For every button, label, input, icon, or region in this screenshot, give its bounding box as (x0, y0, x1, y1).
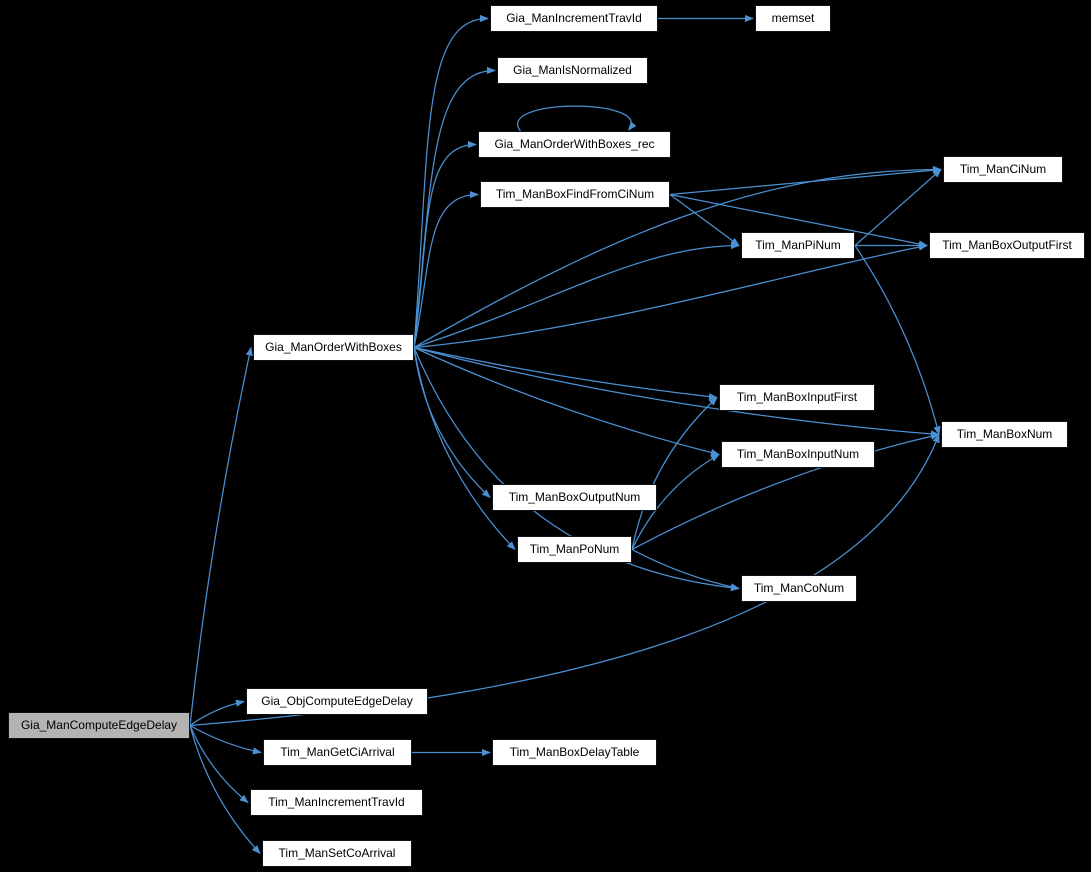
node-memset: memset (755, 5, 831, 32)
edge-gia-man-compute-edge-delay-to-tim-man-set-co-arrival (189, 725, 261, 855)
edge-gia-man-order-with-boxes-to-gia-man-is-normalized (413, 66, 496, 348)
edge-gia-man-order-with-boxes-to-tim-man-box-find-from-ci-num (413, 190, 479, 348)
node-tim-man-increment-trav-id[interactable]: Tim_ManIncrementTravId (250, 789, 423, 816)
node-tim-man-ci-num[interactable]: Tim_ManCiNum (943, 156, 1063, 183)
node-tim-man-box-num[interactable]: Tim_ManBoxNum (941, 421, 1068, 448)
node-gia-man-order-with-boxes[interactable]: Gia_ManOrderWithBoxes (253, 334, 414, 361)
edge-gia-man-compute-edge-delay-to-gia-obj-compute-edge-delay (189, 699, 245, 727)
node-gia-obj-compute-edge-delay[interactable]: Gia_ObjComputeEdgeDelay (246, 688, 428, 715)
edge-gia-man-order-with-boxes-to-gia-man-increment-trav-id (413, 14, 489, 348)
edge-gia-man-order-with-boxes-to-tim-man-box-input-first (413, 346, 718, 401)
node-gia-man-increment-trav-id[interactable]: Gia_ManIncrementTravId (490, 5, 658, 32)
node-tim-man-set-co-arrival[interactable]: Tim_ManSetCoArrival (262, 840, 412, 867)
edge-gia-man-order-with-boxes-to-gia-man-order-with-boxes-rec (413, 140, 477, 348)
node-tim-man-box-input-num[interactable]: Tim_ManBoxInputNum (721, 441, 875, 468)
node-tim-man-pi-num[interactable]: Tim_ManPiNum (741, 232, 855, 259)
node-gia-man-order-with-boxes-rec[interactable]: Gia_ManOrderWithBoxes_rec (478, 131, 671, 158)
edge-tim-man-box-find-from-ci-num-to-tim-man-box-output-first (669, 193, 928, 248)
edge-tim-man-pi-num-to-tim-man-ci-num (854, 168, 942, 246)
node-gia-man-compute-edge-delay: Gia_ManComputeEdgeDelay (8, 712, 190, 739)
edge-tim-man-po-num-to-tim-man-co-num (631, 548, 740, 591)
node-tim-man-box-find-from-ci-num[interactable]: Tim_ManBoxFindFromCiNum (480, 181, 670, 208)
node-tim-man-co-num[interactable]: Tim_ManCoNum (741, 575, 857, 602)
node-tim-man-box-input-first[interactable]: Tim_ManBoxInputFirst (719, 384, 875, 411)
edge-tim-man-box-find-from-ci-num-to-tim-man-pi-num (669, 193, 740, 247)
edge-gia-man-compute-edge-delay-to-gia-man-order-with-boxes (189, 346, 253, 726)
node-tim-man-box-output-first[interactable]: Tim_ManBoxOutputFirst (929, 232, 1085, 259)
node-gia-man-is-normalized[interactable]: Gia_ManIsNormalized (497, 57, 648, 84)
edge-gia-man-order-with-boxes-to-tim-man-co-num (413, 347, 740, 592)
edge-gia-man-order-with-boxes-rec-to-gia-man-order-with-boxes-rec (517, 105, 637, 132)
edge-gia-man-order-with-boxes-to-tim-man-ci-num (413, 165, 942, 349)
edge-gia-man-compute-edge-delay-to-tim-man-increment-trav-id (189, 725, 249, 804)
edge-gia-man-order-with-boxes-to-tim-man-box-output-num (413, 347, 491, 499)
edge-gia-man-order-with-boxes-to-tim-man-po-num (413, 347, 516, 551)
node-tim-man-get-ci-arrival[interactable]: Tim_ManGetCiArrival (263, 739, 412, 766)
edge-tim-man-box-find-from-ci-num-to-tim-man-ci-num (669, 166, 942, 196)
edge-gia-man-order-with-boxes-to-tim-man-box-output-first (413, 243, 928, 349)
node-tim-man-po-num[interactable]: Tim_ManPoNum (517, 536, 632, 563)
edge-gia-man-order-with-boxes-to-tim-man-box-input-num (413, 346, 720, 457)
node-tim-man-box-delay-table[interactable]: Tim_ManBoxDelayTable (492, 739, 657, 766)
edge-tim-man-pi-num-to-tim-man-box-num (854, 245, 941, 436)
node-tim-man-box-output-num[interactable]: Tim_ManBoxOutputNum (492, 484, 657, 511)
edge-gia-man-order-with-boxes-to-tim-man-box-num (413, 346, 940, 438)
edge-gia-man-compute-edge-delay-to-tim-man-get-ci-arrival (189, 724, 262, 755)
edge-tim-man-po-num-to-tim-man-box-input-num (631, 453, 720, 550)
edge-tim-man-po-num-to-tim-man-box-input-first (631, 396, 718, 550)
edge-gia-man-order-with-boxes-to-tim-man-pi-num (413, 241, 740, 349)
edge-tim-man-po-num-to-tim-man-box-num (631, 432, 940, 551)
